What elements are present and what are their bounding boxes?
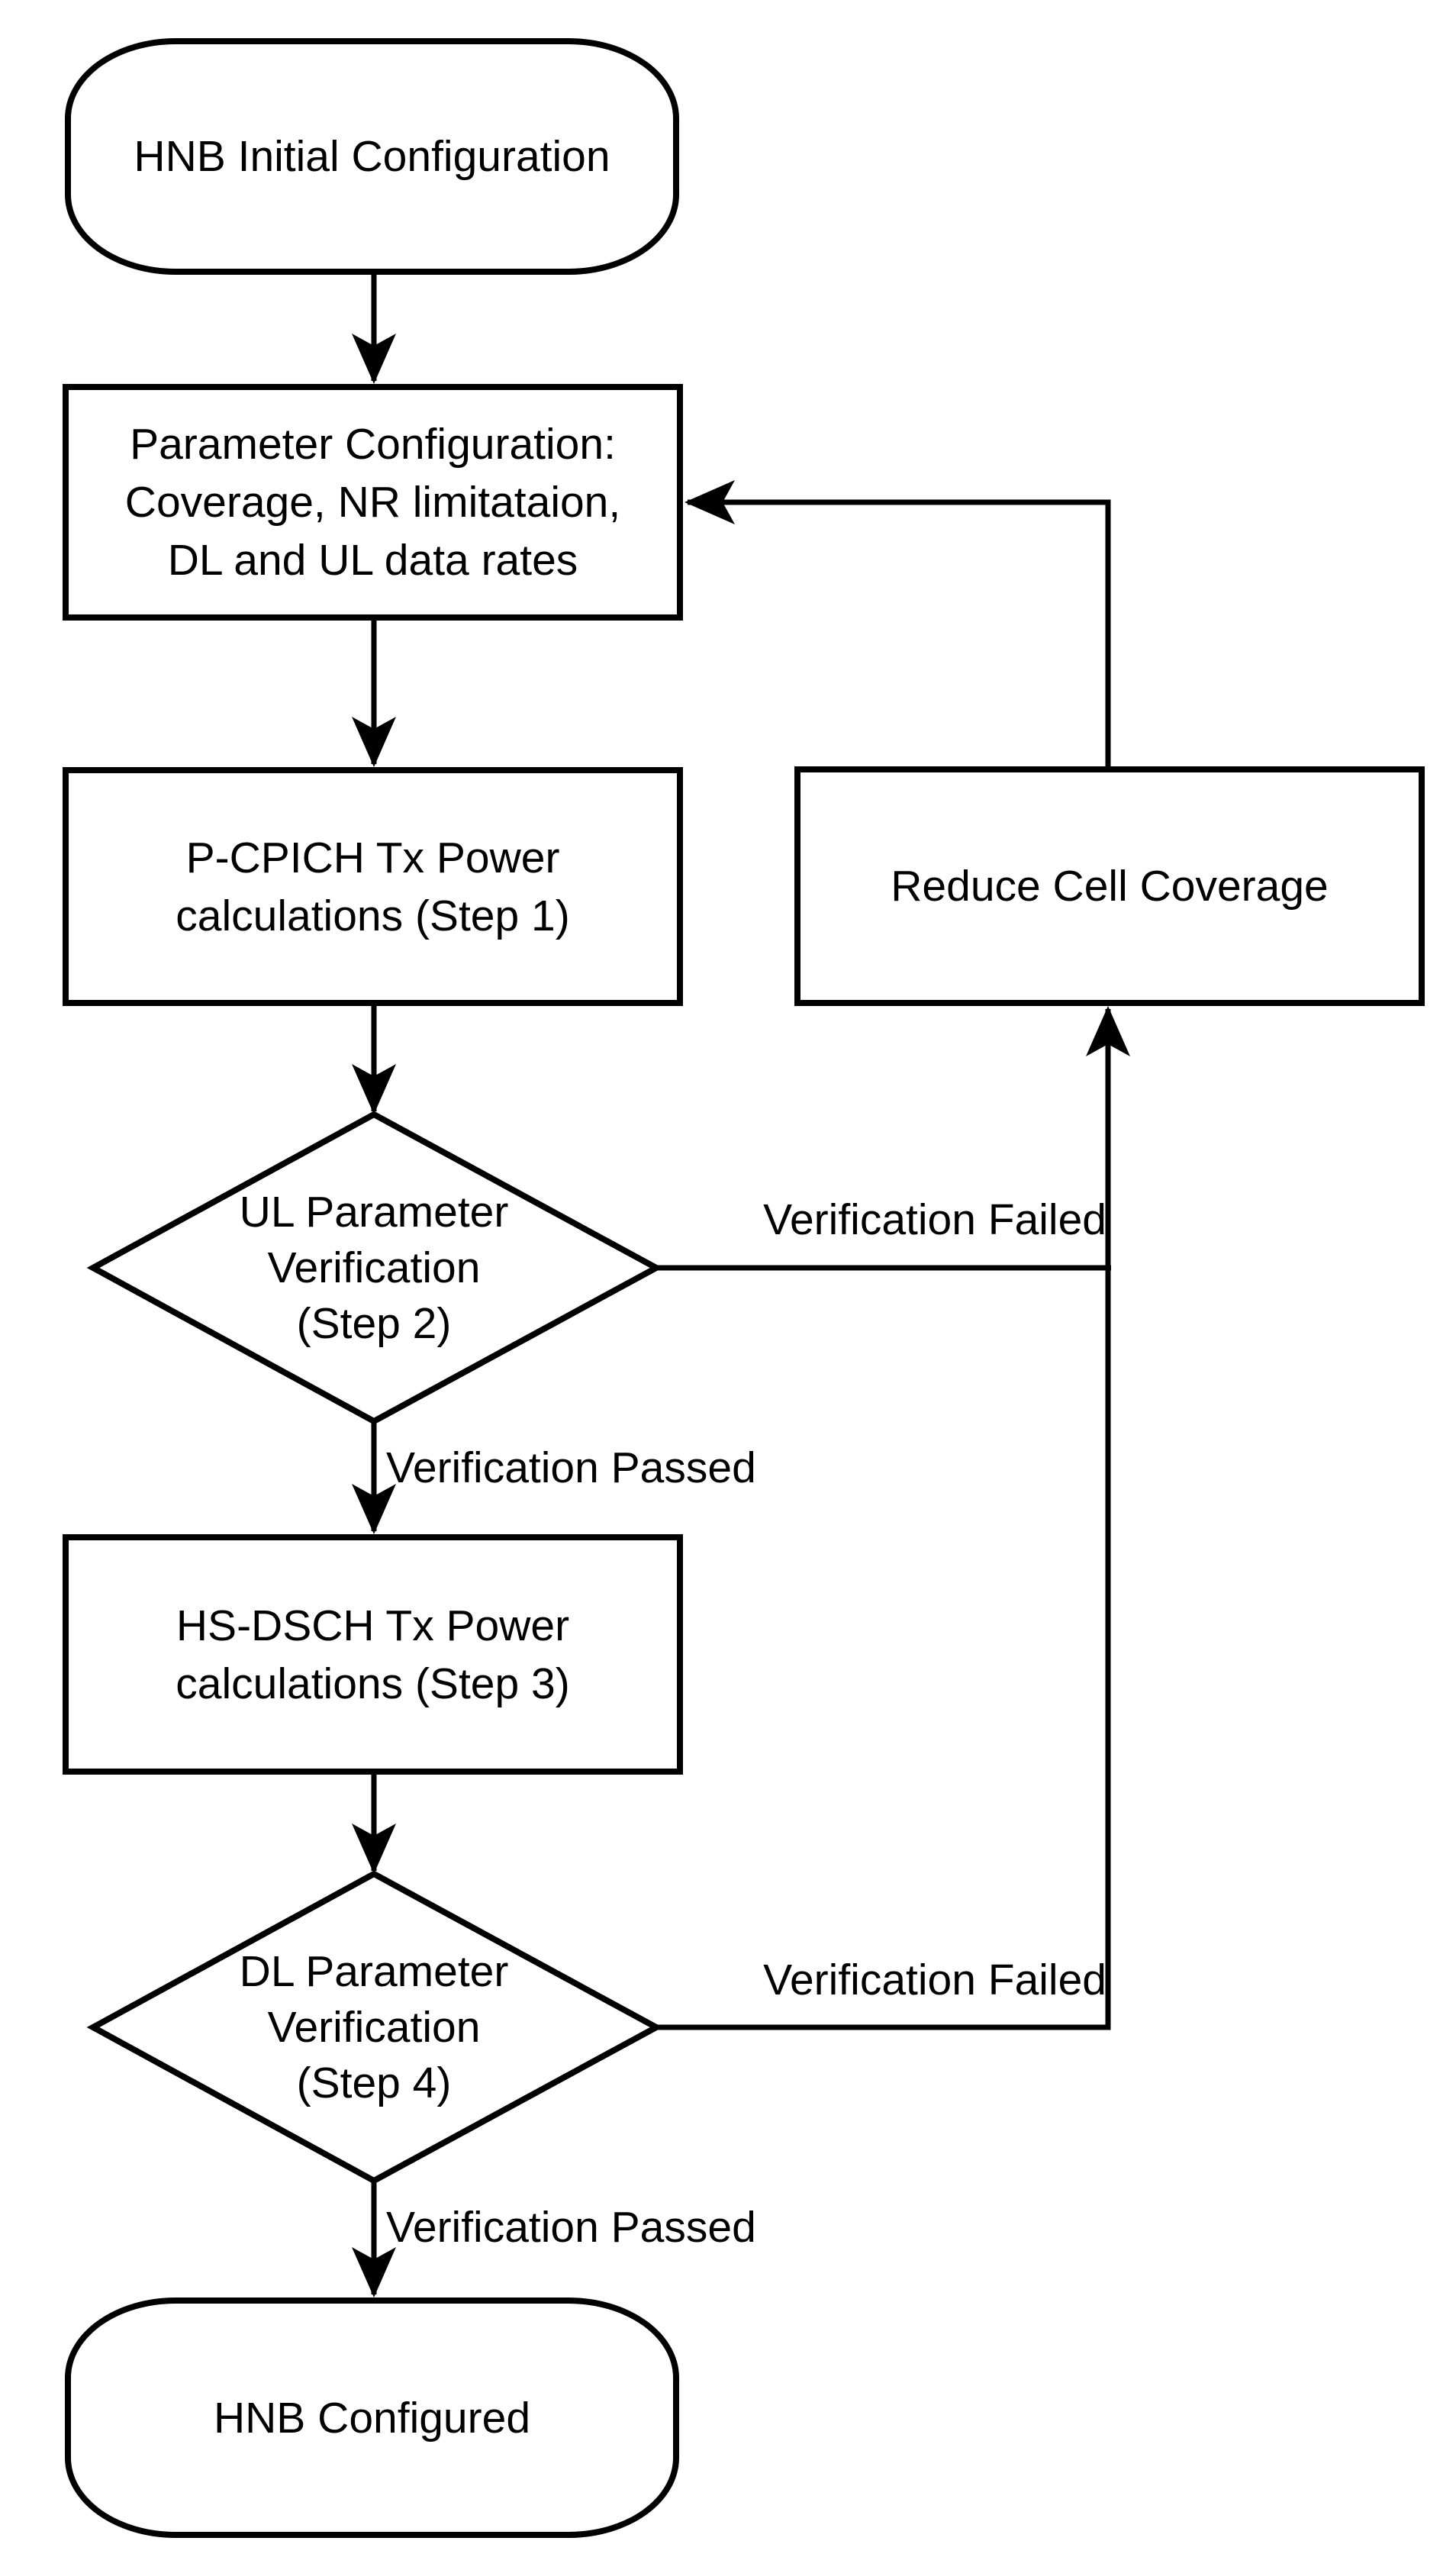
node-ul-parameter-verification-label: UL Parameter Verification (Step 2) — [239, 1187, 509, 1348]
node-reduce-cell-coverage-label: Reduce Cell Coverage — [891, 862, 1329, 911]
edge-dl-verification-failed-to-reduce — [655, 1006, 1130, 2030]
node-parameter-configuration: Parameter Configuration: Coverage, NR li… — [63, 384, 683, 621]
node-hnb-configured: HNB Configured — [65, 2298, 679, 2538]
node-parameter-configuration-label: Parameter Configuration: Coverage, NR li… — [124, 420, 621, 585]
node-ul-parameter-verification: UL Parameter Verification (Step 2) — [145, 1122, 603, 1414]
edge-label-dl-verification-failed: Verification Failed — [763, 1956, 1106, 2004]
node-hnb-initial-configuration-label: HNB Initial Configuration — [134, 132, 610, 181]
edge-label-ul-verification-failed: Verification Failed — [763, 1195, 1106, 1244]
node-dl-parameter-verification: DL Parameter Verification (Step 4) — [145, 1882, 603, 2173]
node-hsdsch-tx-power-label: HS-DSCH Tx Power calculations (Step 3) — [176, 1601, 570, 1708]
node-reduce-cell-coverage: Reduce Cell Coverage — [794, 766, 1425, 1006]
node-ul-parameter-verification-shape — [86, 1111, 663, 1425]
node-dl-parameter-verification-shape — [86, 1870, 663, 2185]
edge-reduce-to-param-config — [685, 480, 1111, 766]
node-hnb-initial-configuration: HNB Initial Configuration — [65, 38, 679, 275]
edge-label-ul-verification-passed: Verification Passed — [386, 1443, 756, 1492]
node-pcpich-tx-power: P-CPICH Tx Power calculations (Step 1) — [63, 767, 683, 1006]
edge-label-dl-verification-passed: Verification Passed — [386, 2203, 756, 2252]
node-hnb-configured-label: HNB Configured — [213, 2393, 531, 2443]
node-pcpich-tx-power-label: P-CPICH Tx Power calculations (Step 1) — [176, 833, 570, 940]
node-hsdsch-tx-power: HS-DSCH Tx Power calculations (Step 3) — [63, 1534, 683, 1775]
node-dl-parameter-verification-label: DL Parameter Verification (Step 4) — [239, 1946, 509, 2107]
